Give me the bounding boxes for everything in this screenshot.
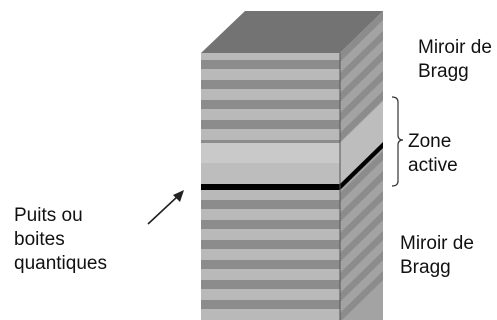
side-stripe [340, 191, 383, 242]
front-bottom-bragg-mirror [201, 190, 340, 320]
side-active-zone [340, 101, 383, 188]
side-stripe [340, 271, 383, 320]
front-active-zone-upper-tint [201, 143, 340, 163]
label-active-zone: Zone active [408, 131, 458, 176]
side-stripe [340, 51, 383, 102]
side-stripe [340, 211, 383, 262]
label-quantum-wells: Puits ou boites quantiques [14, 205, 107, 274]
right-brace-icon [391, 96, 404, 187]
quantum-well-layer-front [201, 184, 340, 190]
label-bottom-bragg-mirror: Miroir de Bragg [400, 233, 474, 278]
block-top-face [201, 11, 383, 53]
side-stripe [340, 91, 383, 142]
side-stripe [340, 31, 383, 82]
side-stripe [340, 151, 383, 202]
diagonal-arrow-icon [147, 195, 179, 225]
label-top-bragg-mirror: Miroir de Bragg [418, 37, 492, 82]
quantum-well-layer-side [340, 142, 383, 190]
side-stripe [340, 171, 383, 222]
block-side-face [340, 11, 383, 320]
side-stripe [340, 231, 383, 282]
side-stripe [340, 251, 383, 302]
front-top-bragg-mirror [201, 53, 340, 143]
side-stripe [340, 71, 383, 122]
side-stripe [340, 11, 383, 62]
arrow-head [173, 190, 184, 202]
